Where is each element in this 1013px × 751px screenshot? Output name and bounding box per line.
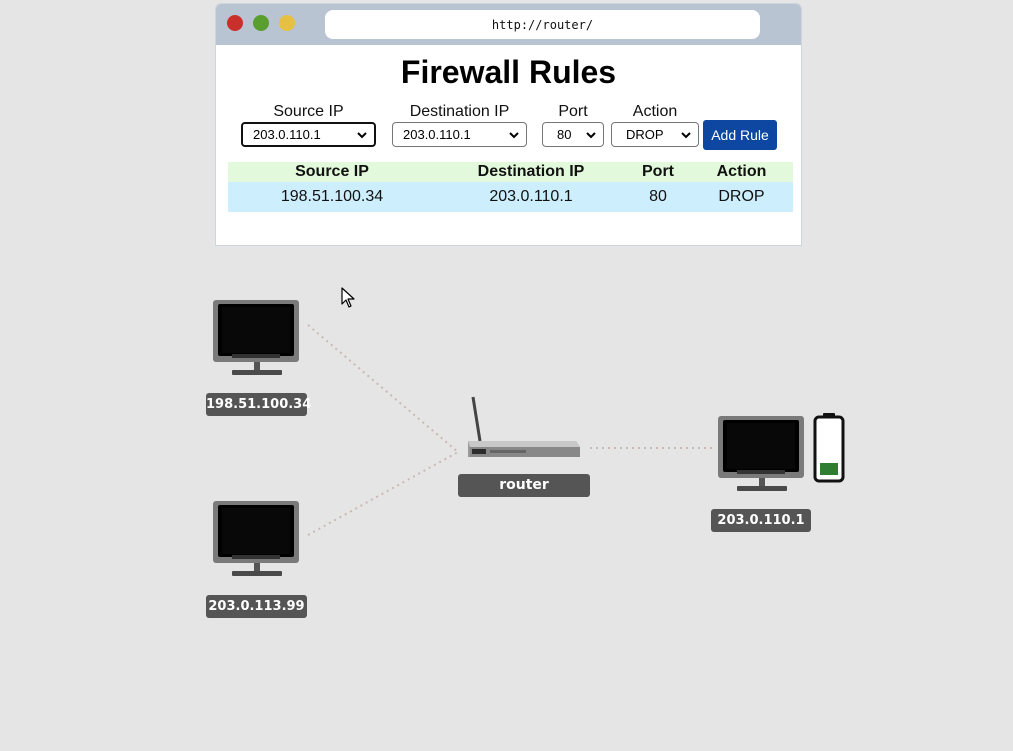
host-computer-1[interactable] xyxy=(212,299,302,384)
host2-ip-label: 203.0.113.99 xyxy=(206,595,307,618)
table-cell: 80 xyxy=(626,182,690,212)
column-header: Destination IP xyxy=(436,162,626,182)
close-window-button[interactable] xyxy=(227,15,243,31)
source-ip-field: Source IP 203.0.110.1 xyxy=(241,102,376,147)
battery-level-fill xyxy=(820,463,838,475)
destination-ip-label: Destination IP xyxy=(409,103,510,120)
destination-ip-field: Destination IP 203.0.110.1 xyxy=(392,102,527,147)
table-cell: 203.0.110.1 xyxy=(436,182,626,212)
port-label: Port xyxy=(558,103,588,120)
column-header: Action xyxy=(690,162,793,182)
source-ip-select[interactable]: 203.0.110.1 xyxy=(241,122,376,147)
action-label: Action xyxy=(632,103,678,120)
table-cell: DROP xyxy=(690,182,793,212)
host-computer-3[interactable] xyxy=(717,415,807,500)
column-header: Source IP xyxy=(228,162,436,182)
maximize-window-button[interactable] xyxy=(253,15,269,31)
chevron-down-icon xyxy=(509,131,519,138)
source-ip-label: Source IP xyxy=(273,103,344,120)
host-computer-2[interactable] xyxy=(212,500,302,585)
link-host1-router xyxy=(307,324,459,453)
destination-ip-select[interactable]: 203.0.110.1 xyxy=(392,122,527,147)
monitor-icon xyxy=(718,416,804,491)
chevron-down-icon xyxy=(586,131,596,138)
action-field: Action DROP xyxy=(611,102,699,147)
router-device[interactable] xyxy=(466,395,582,468)
table-row: 198.51.100.34 203.0.110.1 80 DROP xyxy=(228,182,793,212)
mouse-cursor-icon xyxy=(341,287,355,308)
chevron-down-icon xyxy=(357,131,367,138)
browser-titlebar: http://router/ xyxy=(216,4,801,45)
port-select[interactable]: 80 xyxy=(542,122,604,147)
destination-ip-value: 203.0.110.1 xyxy=(403,127,471,142)
minimize-window-button[interactable] xyxy=(279,15,295,31)
chevron-down-icon xyxy=(681,131,691,138)
column-header: Port xyxy=(626,162,690,182)
link-host2-router xyxy=(307,451,459,536)
port-field: Port 80 xyxy=(542,102,604,147)
action-value: DROP xyxy=(626,127,664,142)
firewall-rules-table: Source IP Destination IP Port Action 198… xyxy=(228,162,793,212)
source-ip-value: 203.0.110.1 xyxy=(253,127,321,142)
port-value: 80 xyxy=(557,127,572,142)
router-label: router xyxy=(458,474,590,497)
browser-window: http://router/ Firewall Rules Source IP … xyxy=(215,3,802,246)
battery-icon xyxy=(813,413,845,483)
monitor-icon xyxy=(213,300,299,375)
host3-ip-label: 203.0.110.1 xyxy=(711,509,811,532)
table-cell: 198.51.100.34 xyxy=(228,182,436,212)
page-title: Firewall Rules xyxy=(400,54,617,90)
add-rule-button[interactable]: Add Rule xyxy=(703,120,777,150)
action-select[interactable]: DROP xyxy=(611,122,699,147)
router-icon xyxy=(468,396,580,457)
address-bar[interactable]: http://router/ xyxy=(325,10,760,39)
table-header-row: Source IP Destination IP Port Action xyxy=(228,162,793,182)
monitor-icon xyxy=(213,501,299,576)
host1-ip-label: 198.51.100.34 xyxy=(206,393,311,416)
